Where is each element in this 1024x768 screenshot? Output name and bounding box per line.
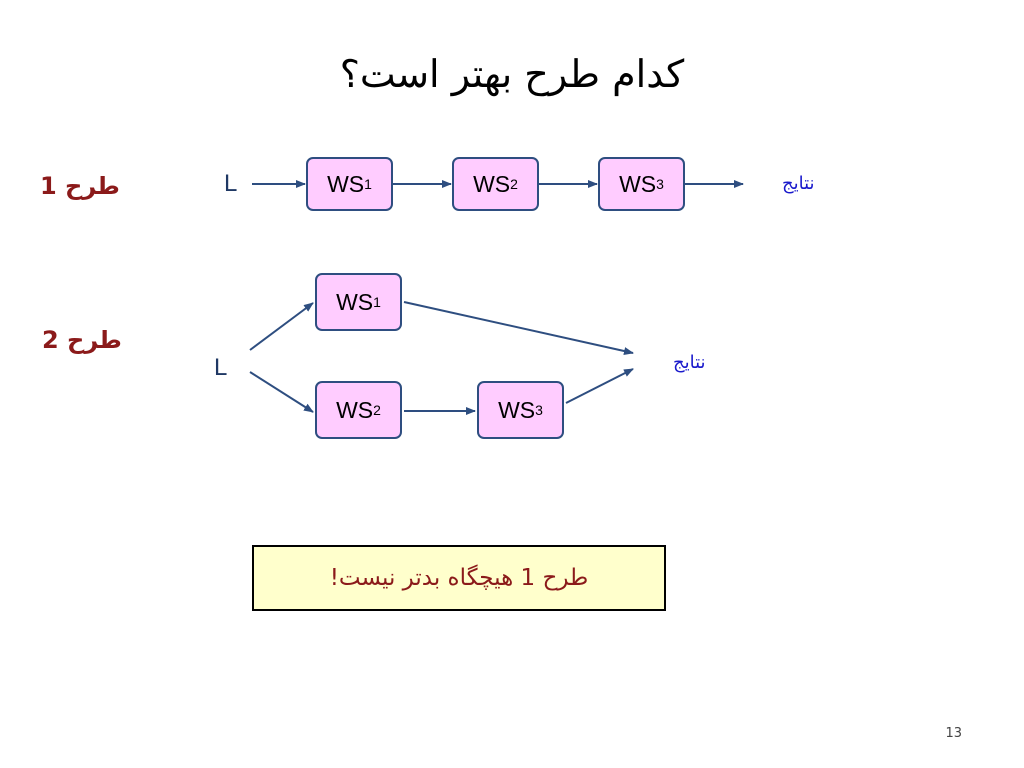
plan1-result-label: نتایج — [782, 173, 815, 194]
plan1-ws1-name: WS — [327, 170, 365, 197]
page-number: 13 — [945, 726, 962, 741]
plan2-input-label: L — [214, 354, 228, 381]
plan2-ws1-index: 1 — [373, 294, 381, 310]
plan1-input-label: L — [224, 170, 238, 197]
plan1-ws2-index: 2 — [510, 176, 518, 192]
plan1-label: طرح 1 — [40, 172, 120, 200]
plan1-ws3-index: 3 — [656, 176, 664, 192]
plan2-label: طرح 2 — [42, 326, 122, 354]
plan2-arrow-input-to-ws1 — [249, 302, 314, 351]
conclusion-note: طرح 1 هیچگاه بدتر نیست! — [252, 545, 666, 611]
plan2-ws1-name: WS — [336, 288, 374, 315]
plan2-ws2-name: WS — [336, 396, 374, 423]
plan2-ws3-index: 3 — [535, 402, 543, 418]
plan2-result-label: نتایج — [673, 352, 706, 373]
plan2-arrow-ws3-to-result — [565, 368, 634, 404]
slide-title: کدام طرح بهتر است؟ — [339, 52, 685, 96]
conclusion-note-text: طرح 1 هیچگاه بدتر نیست! — [329, 565, 589, 591]
plan2-arrow-input-to-ws2 — [249, 371, 314, 413]
plan1-ws2-name: WS — [473, 170, 511, 197]
plan2-ws2-index: 2 — [373, 402, 381, 418]
plan1-ws3-name: WS — [619, 170, 657, 197]
plan2-ws3-name: WS — [498, 396, 536, 423]
plan1-ws1-index: 1 — [364, 176, 372, 192]
plan2-arrow-ws1-to-result — [403, 301, 634, 355]
